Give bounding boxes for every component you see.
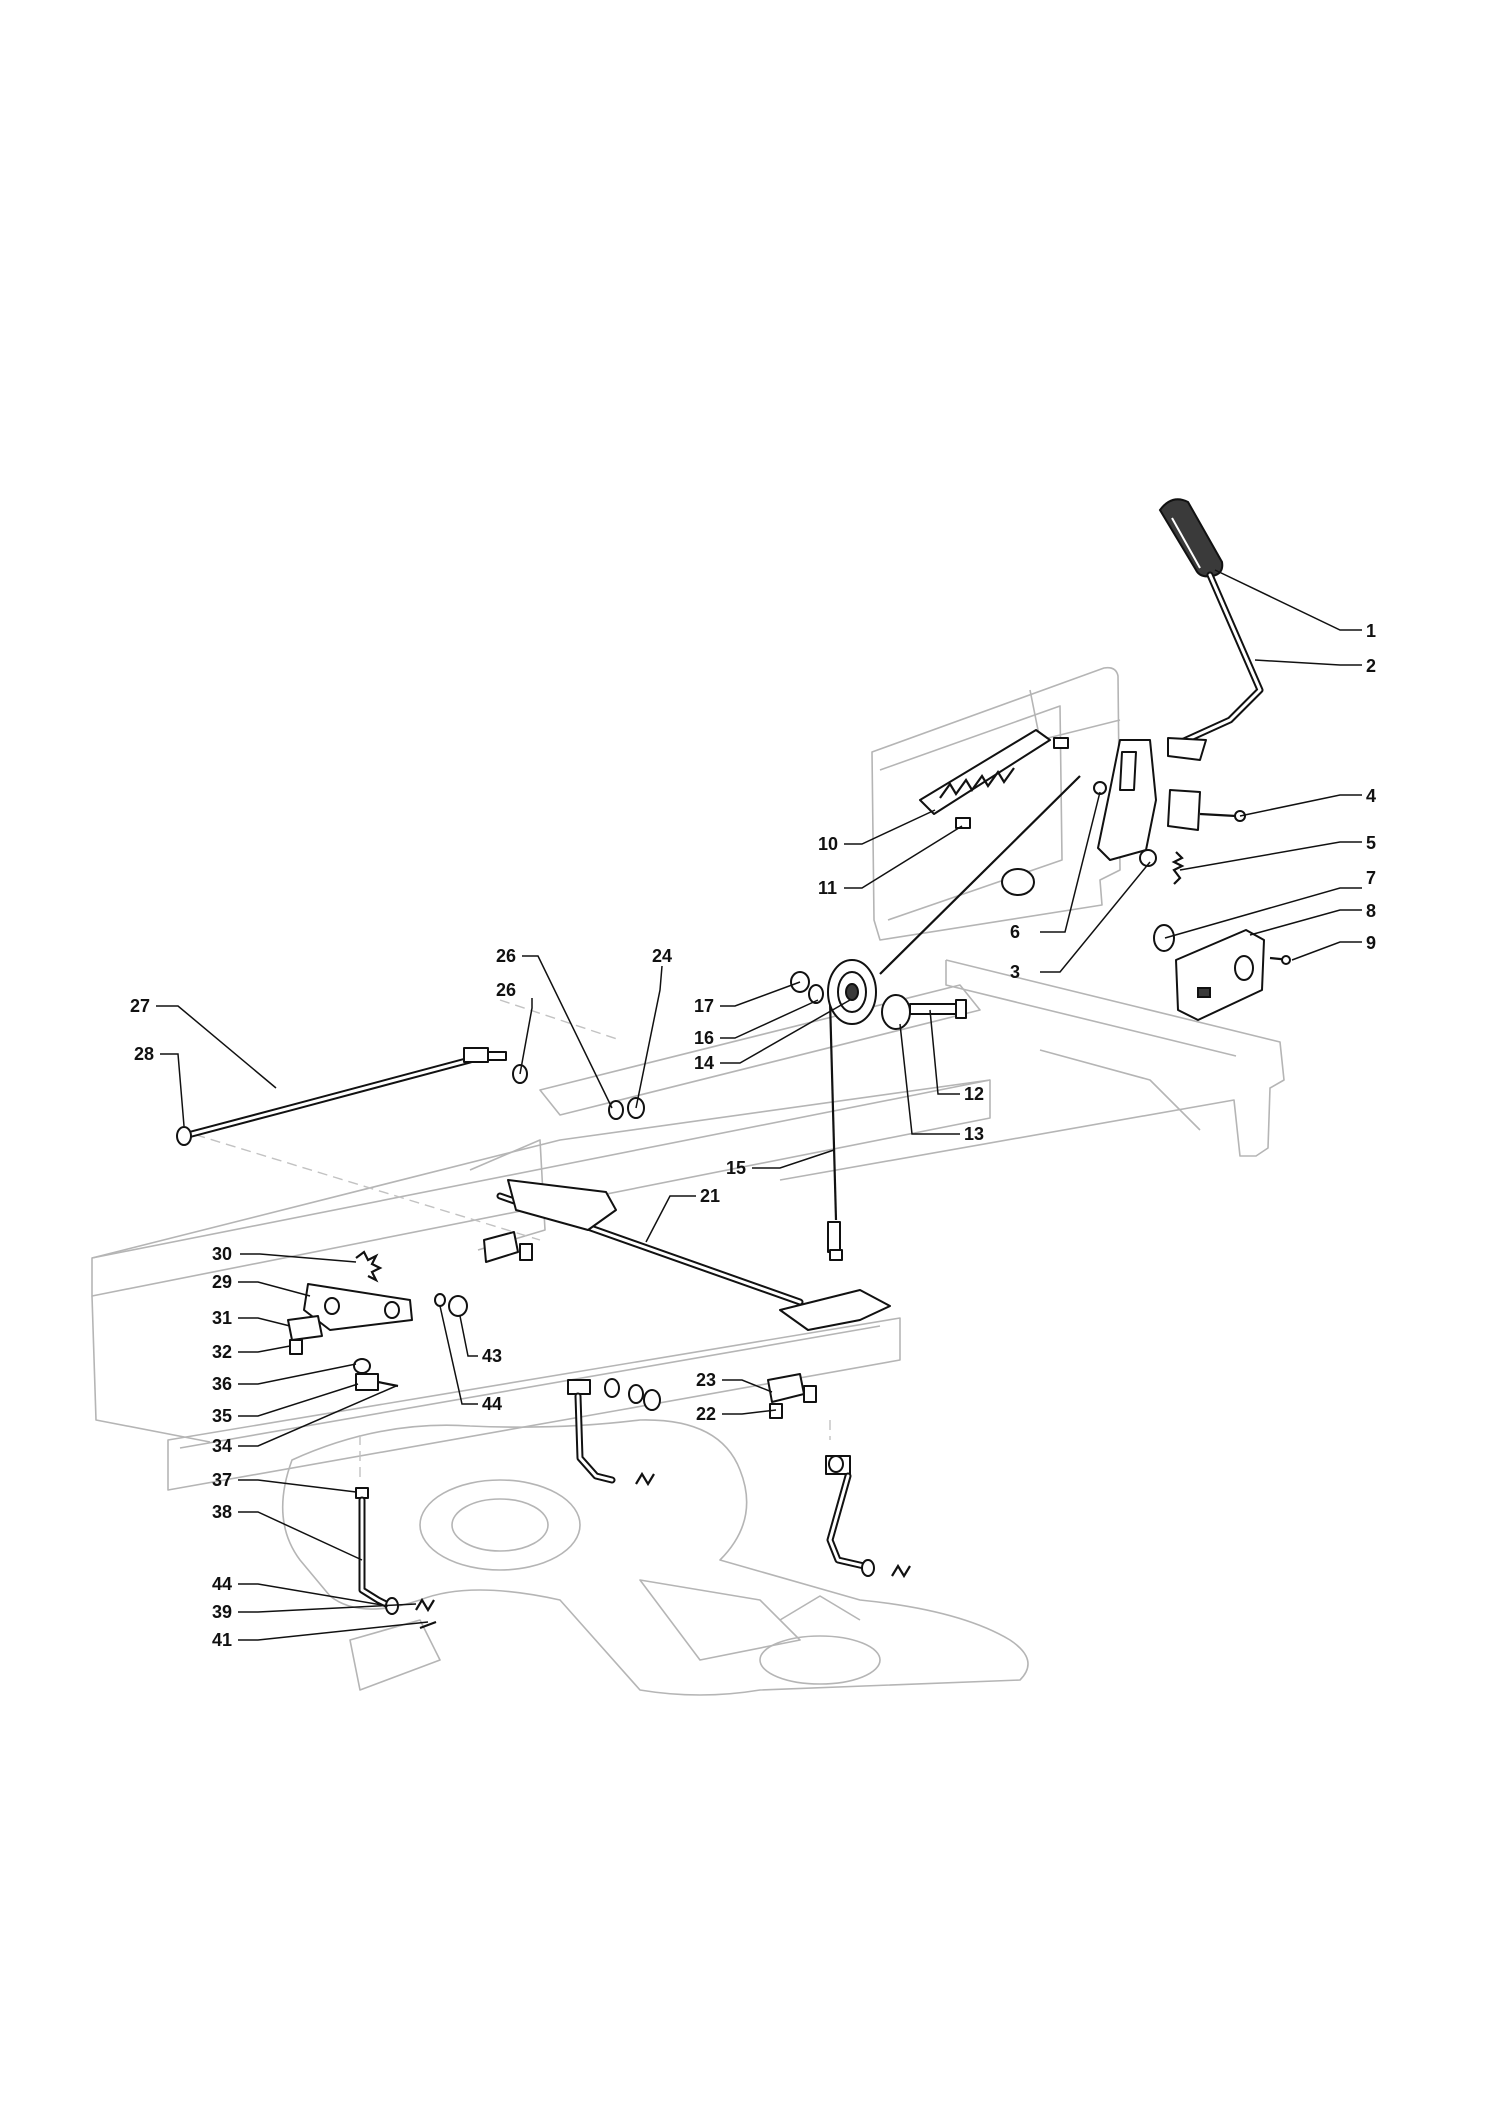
callout-29: 29 xyxy=(212,1272,232,1292)
pin-41 xyxy=(419,1620,437,1630)
shaft-clamps xyxy=(483,1231,817,1419)
callout-26-a: 26 xyxy=(496,946,516,966)
callout-1: 1 xyxy=(1366,621,1376,641)
callout-31: 31 xyxy=(212,1308,232,1328)
clamp-31 xyxy=(287,1315,323,1355)
callout-17: 17 xyxy=(694,996,714,1016)
callout-15: 15 xyxy=(726,1158,746,1178)
callout-24: 24 xyxy=(652,946,672,966)
callout-9: 9 xyxy=(1366,933,1376,953)
callout-37: 37 xyxy=(212,1470,232,1490)
arm-29 xyxy=(303,1283,413,1331)
bolt-12 xyxy=(909,999,967,1019)
clip-39 xyxy=(415,1597,435,1613)
washer-16 xyxy=(808,984,824,1004)
washer-7 xyxy=(1153,924,1175,952)
lower-bracket xyxy=(1175,929,1265,1021)
callout-4: 4 xyxy=(1366,786,1376,806)
callout-30: 30 xyxy=(212,1244,232,1264)
callout-43: 43 xyxy=(482,1346,502,1366)
callout-36: 36 xyxy=(212,1374,232,1394)
cable xyxy=(827,775,1081,1261)
callout-44-b: 44 xyxy=(212,1574,232,1594)
rod-38 xyxy=(355,1487,394,1610)
callout-23: 23 xyxy=(696,1370,716,1390)
leader-lines xyxy=(156,569,1362,1641)
callout-5: 5 xyxy=(1366,833,1376,853)
toothed-sector xyxy=(919,729,1069,815)
callout-7: 7 xyxy=(1366,868,1376,888)
washer-44-upper xyxy=(434,1293,446,1307)
callout-labels: 1 2 3 4 5 6 7 8 9 10 11 12 13 14 15 16 1… xyxy=(130,621,1376,1650)
lever-knob xyxy=(1158,498,1224,578)
callout-3: 3 xyxy=(1010,962,1020,982)
callout-34: 34 xyxy=(212,1436,232,1456)
washer-26-left xyxy=(608,1100,624,1120)
callout-35: 35 xyxy=(212,1406,232,1426)
lever-block xyxy=(1167,737,1246,831)
bushing xyxy=(1001,868,1035,896)
callout-2: 2 xyxy=(1366,656,1376,676)
callout-41: 41 xyxy=(212,1630,232,1650)
callout-44-a: 44 xyxy=(482,1394,502,1414)
spring xyxy=(1171,851,1185,885)
callout-39: 39 xyxy=(212,1602,232,1622)
callout-26-b: 26 xyxy=(496,980,516,1000)
callout-14: 14 xyxy=(694,1053,714,1073)
callout-12: 12 xyxy=(964,1084,984,1104)
callout-11: 11 xyxy=(818,878,837,898)
callout-16: 16 xyxy=(694,1028,714,1048)
washer-30 xyxy=(355,1250,383,1283)
callout-13: 13 xyxy=(964,1124,984,1144)
callout-10: 10 xyxy=(818,834,838,854)
pivot-34-36 xyxy=(353,1358,399,1391)
callout-27: 27 xyxy=(130,996,150,1016)
pulley xyxy=(827,959,877,1025)
spacer xyxy=(881,994,911,1030)
rod-27 xyxy=(180,1047,507,1140)
nut-43 xyxy=(448,1295,468,1317)
rod-centre xyxy=(567,1378,661,1487)
callout-22: 22 xyxy=(696,1404,716,1424)
screw-11 xyxy=(955,817,971,829)
lever-rod xyxy=(1171,571,1264,749)
selector-bracket xyxy=(1097,739,1157,867)
callout-21: 21 xyxy=(700,1186,720,1206)
callout-6: 6 xyxy=(1010,922,1020,942)
washer-28 xyxy=(176,1126,192,1146)
main-shaft xyxy=(496,1179,891,1331)
callout-32: 32 xyxy=(212,1342,232,1362)
rod-right xyxy=(825,1455,911,1579)
callout-8: 8 xyxy=(1366,901,1376,921)
callout-38: 38 xyxy=(212,1502,232,1522)
bolt-9 xyxy=(1269,955,1291,965)
callout-28: 28 xyxy=(134,1044,154,1064)
